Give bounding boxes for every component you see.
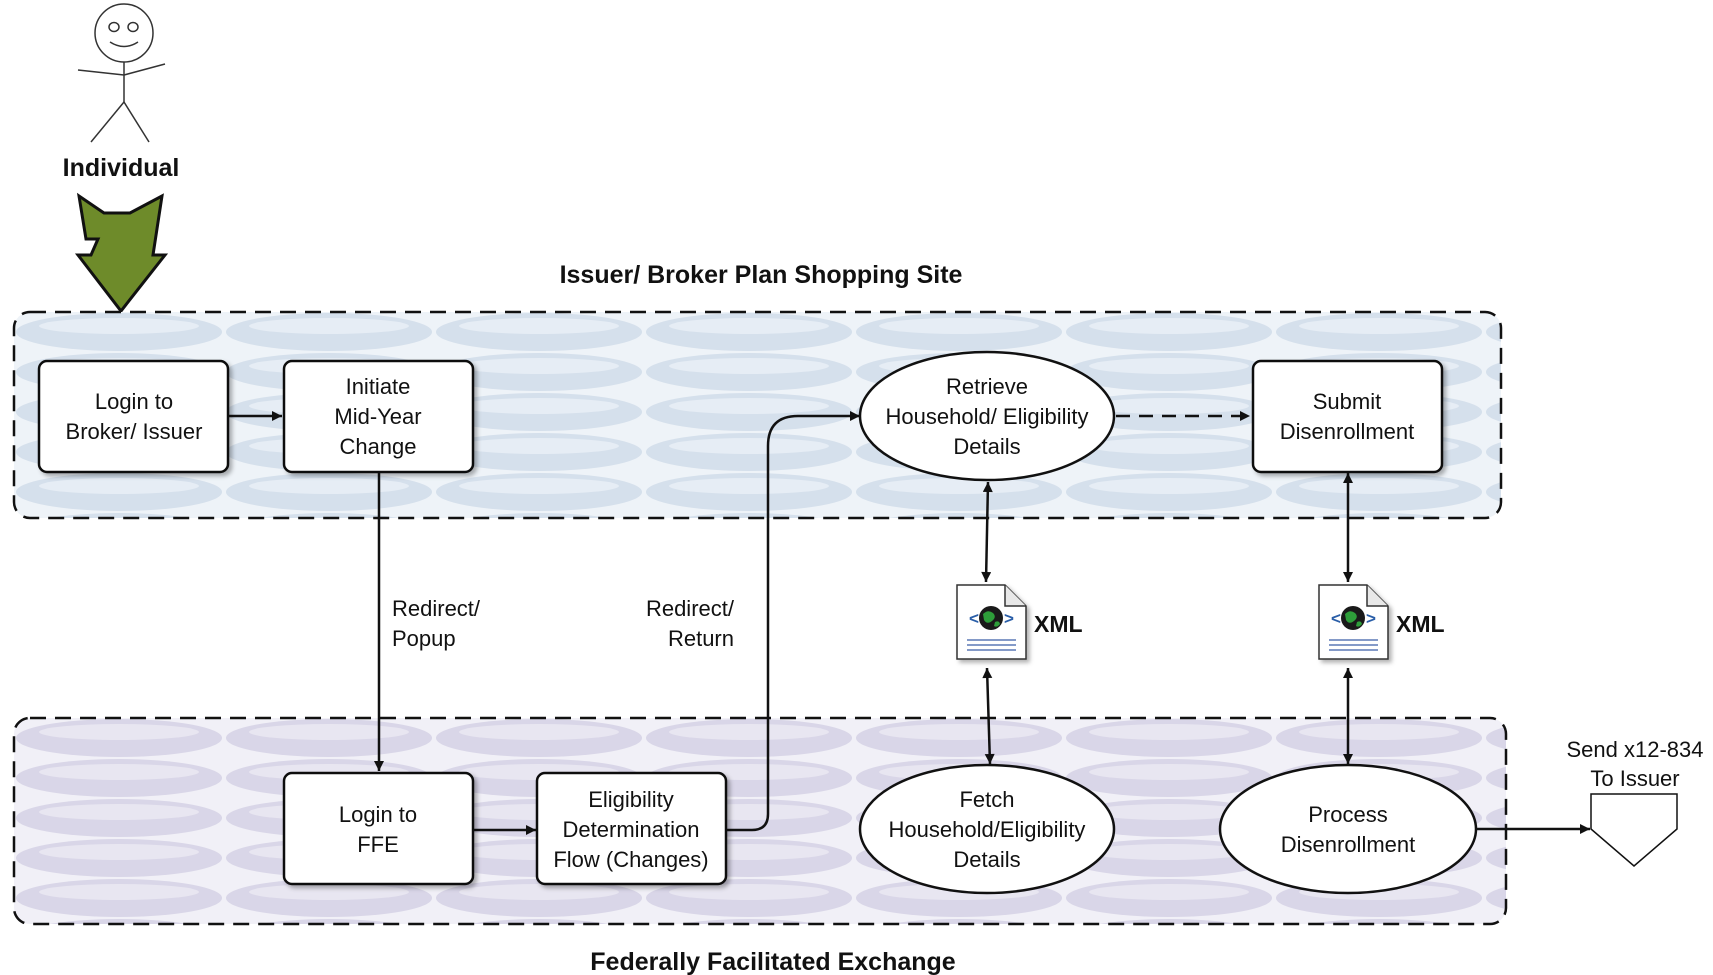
eligibility-flow-node: Eligibility Determination Flow (Changes) bbox=[535, 771, 728, 886]
svg-text:>: > bbox=[1004, 609, 1014, 628]
initiate-change-line-1: Initiate bbox=[346, 374, 411, 399]
initiate-change-line-2: Mid-Year bbox=[334, 404, 421, 429]
process-disenrollment-node: Process Disenrollment bbox=[1218, 763, 1478, 895]
fetch-details-line-1: Fetch bbox=[959, 787, 1014, 812]
fetch-details-node: Fetch Household/Eligibility Details bbox=[858, 763, 1116, 895]
eligibility-flow-line-1: Eligibility bbox=[588, 787, 674, 812]
actor-label: Individual bbox=[63, 154, 180, 182]
retrieve-details-node: Retrieve Household/ Eligibility Details bbox=[858, 350, 1116, 482]
submit-disenrollment-node: Submit Disenrollment bbox=[1251, 359, 1444, 474]
connector-xml1-to-fetch bbox=[982, 667, 995, 765]
login-ffe-node: Login to FFE bbox=[282, 771, 475, 886]
xml-label-1: XML bbox=[1034, 611, 1083, 637]
fetch-details-line-2: Household/Eligibility bbox=[889, 817, 1086, 842]
login-broker-line-1: Login to bbox=[95, 389, 173, 414]
redirect-return-line-1: Redirect/ bbox=[646, 596, 735, 621]
redirect-return-line-2: Return bbox=[668, 626, 734, 651]
fetch-details-line-3: Details bbox=[953, 847, 1020, 872]
login-broker-line-2: Broker/ Issuer bbox=[66, 419, 203, 444]
svg-text:<: < bbox=[1331, 609, 1341, 628]
process-disenrollment-line-1: Process bbox=[1308, 802, 1387, 827]
initiate-change-line-3: Change bbox=[339, 434, 416, 459]
connector-retrieve-to-xml1 bbox=[981, 481, 993, 583]
login-ffe-line-1: Login to bbox=[339, 802, 417, 827]
redirect-popup-line-2: Popup bbox=[392, 626, 456, 651]
process-disenrollment-line-2: Disenrollment bbox=[1281, 832, 1416, 857]
offpage-label-line-1: Send x12-834 bbox=[1567, 737, 1704, 762]
svg-text:<: < bbox=[969, 609, 979, 628]
eligibility-flow-line-2: Determination bbox=[563, 817, 700, 842]
bottom-swimlane-title: Federally Facilitated Exchange bbox=[590, 948, 956, 975]
login-ffe-line-2: FFE bbox=[357, 832, 399, 857]
retrieve-details-line-3: Details bbox=[953, 434, 1020, 459]
eligibility-flow-line-3: Flow (Changes) bbox=[553, 847, 708, 872]
xml-document-icon: < > bbox=[956, 584, 1027, 660]
submit-disenrollment-line-1: Submit bbox=[1313, 389, 1381, 414]
xml-label-2: XML bbox=[1396, 611, 1445, 637]
offpage-label-line-2: To Issuer bbox=[1590, 766, 1679, 791]
submit-disenrollment-line-2: Disenrollment bbox=[1280, 419, 1415, 444]
initiate-change-node: Initiate Mid-Year Change bbox=[282, 359, 475, 474]
retrieve-details-line-1: Retrieve bbox=[946, 374, 1028, 399]
individual-actor-icon bbox=[77, 3, 166, 143]
xml-document-icon: < > bbox=[1318, 584, 1389, 660]
retrieve-details-line-2: Household/ Eligibility bbox=[886, 404, 1089, 429]
redirect-popup-line-1: Redirect/ bbox=[392, 596, 481, 621]
login-broker-node: Login to Broker/ Issuer bbox=[37, 359, 230, 474]
top-swimlane-title: Issuer/ Broker Plan Shopping Site bbox=[560, 261, 963, 289]
connector-eligibility-to-retrieve bbox=[726, 411, 860, 832]
svg-text:>: > bbox=[1366, 609, 1376, 628]
offpage-connector-icon bbox=[1590, 793, 1678, 867]
green-entry-arrow-icon bbox=[74, 192, 169, 314]
